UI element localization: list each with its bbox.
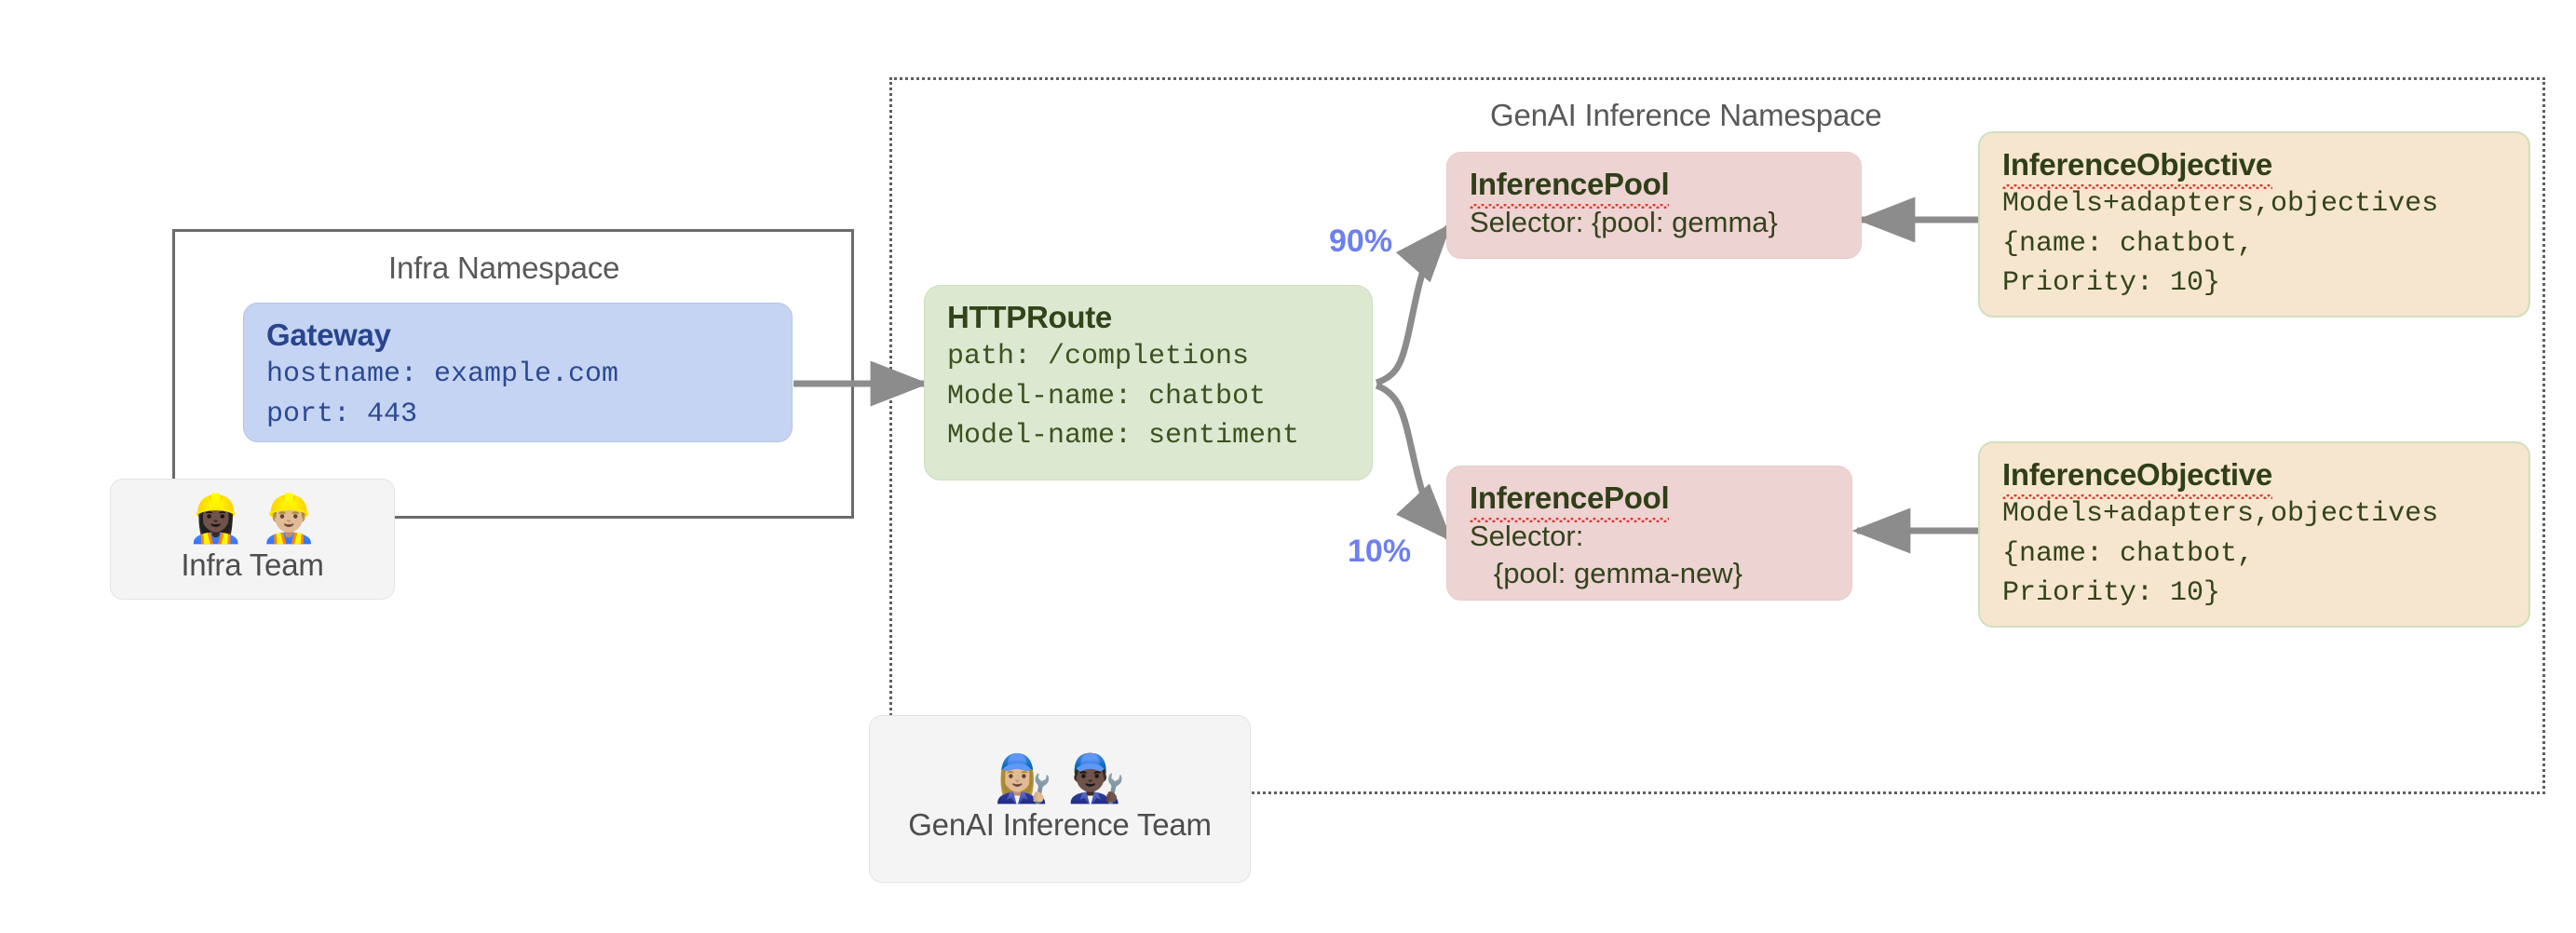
genai-team-label: GenAI Inference Team (908, 807, 1212, 842)
node-httproute-line-2: Model-name: sentiment (947, 420, 1300, 453)
node-inferenceobjective-bottom-line-2: Priority: 10} (2002, 577, 2221, 610)
node-httproute[interactable]: HTTPRoute path: /completions Model-name:… (924, 285, 1373, 480)
node-httproute-line-1: Model-name: chatbot (947, 380, 1267, 412)
node-httproute-line-0: path: /completions (947, 340, 1250, 372)
namespace-genai-inference-label: GenAI Inference Namespace (1490, 98, 1882, 132)
genai-team-people-icon: 👩🏼‍🔧👨🏿‍🔧 (994, 752, 1141, 805)
node-inferenceobjective-top-line-2: Priority: 10} (2002, 267, 2221, 300)
node-inferenceobjective-bottom-title: InferenceObjective (2002, 456, 2272, 499)
node-inferenceobjective-top-line-0: Models+adapters,objectives (2002, 187, 2439, 220)
node-inferencepool-bottom-line-0: Selector: (1470, 519, 1584, 552)
badge-infra-team[interactable]: 👷🏿‍♀️👷🏼‍♂️ Infra Team (110, 479, 395, 600)
node-httproute-title: HTTPRoute (947, 300, 1112, 334)
edge-label-90-percent: 90% (1329, 223, 1393, 259)
node-inferencepool-bottom[interactable]: InferencePool Selector: {pool: gemma-new… (1446, 466, 1852, 601)
infra-team-label: Infra Team (181, 548, 324, 582)
node-inferencepool-bottom-line-1: {pool: gemma-new} (1470, 556, 1742, 589)
node-inferencepool-top-title: InferencePool (1470, 166, 1670, 209)
node-gateway-line-0: hostname: example.com (266, 358, 619, 390)
node-inferencepool-top[interactable]: InferencePool Selector: {pool: gemma} (1446, 152, 1862, 259)
node-inferenceobjective-bottom-line-0: Models+adapters,objectives (2002, 497, 2439, 530)
node-inferencepool-bottom-title: InferencePool (1470, 480, 1670, 522)
node-inferencepool-top-line-0: Selector: {pool: gemma} (1470, 205, 1778, 238)
node-inferenceobjective-bottom-line-1: {name: chatbot, (2002, 537, 2255, 570)
edge-label-10-percent: 10% (1348, 534, 1412, 569)
node-inferenceobjective-bottom[interactable]: InferenceObjective Models+adapters,objec… (1978, 441, 2530, 628)
node-inferenceobjective-top-line-1: {name: chatbot, (2002, 227, 2255, 260)
node-gateway[interactable]: Gateway hostname: example.com port: 443 (243, 303, 793, 442)
node-gateway-title: Gateway (266, 318, 391, 352)
namespace-infra-label: Infra Namespace (388, 250, 620, 285)
node-inferenceobjective-top-title: InferenceObjective (2002, 146, 2272, 189)
namespace-genai-inference-boundary (889, 77, 2545, 794)
badge-genai-inference-team[interactable]: 👩🏼‍🔧👨🏿‍🔧 GenAI Inference Team (869, 715, 1251, 883)
node-inferenceobjective-top[interactable]: InferenceObjective Models+adapters,objec… (1978, 131, 2530, 318)
infra-team-people-icon: 👷🏿‍♀️👷🏼‍♂️ (186, 493, 333, 545)
node-gateway-line-1: port: 443 (266, 398, 418, 430)
